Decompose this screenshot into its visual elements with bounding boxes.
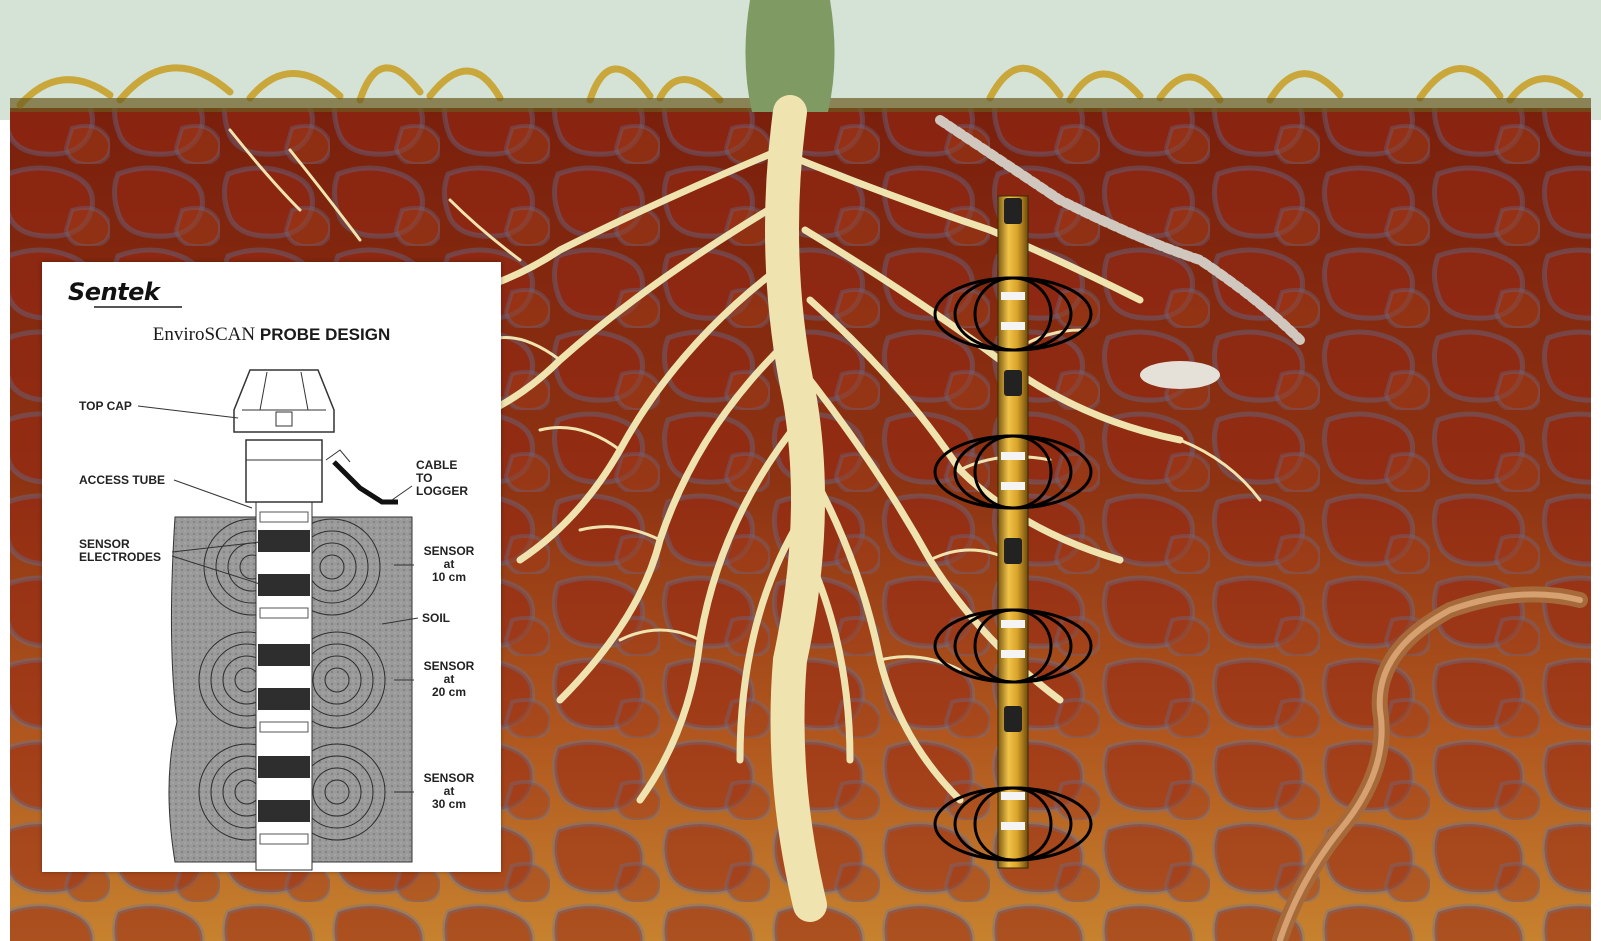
brand-logo: Sentek [68,278,159,306]
label-sensor-electrodes-2: ELECTRODES [79,551,161,564]
label-cable-3: LOGGER [416,485,468,498]
label-top-cap: TOP CAP [79,400,132,413]
panel-title: EnviroSCAN PROBE DESIGN [42,324,501,346]
title-rest: PROBE DESIGN [260,325,390,344]
cable [334,462,398,502]
label-sensor-10-3: 10 cm [414,571,484,584]
title-product: EnviroSCAN [153,324,255,345]
probe-connector [1004,198,1022,224]
label-sensor-20-3: 20 cm [414,686,484,699]
label-soil: SOIL [422,612,450,625]
label-sensor-30-3: 30 cm [414,798,484,811]
probe-design-panel: Sentek EnviroSCAN PROBE DESIGN TOP CAP A… [42,262,501,872]
label-access-tube: ACCESS TUBE [79,474,165,487]
brand-underline [94,306,182,308]
